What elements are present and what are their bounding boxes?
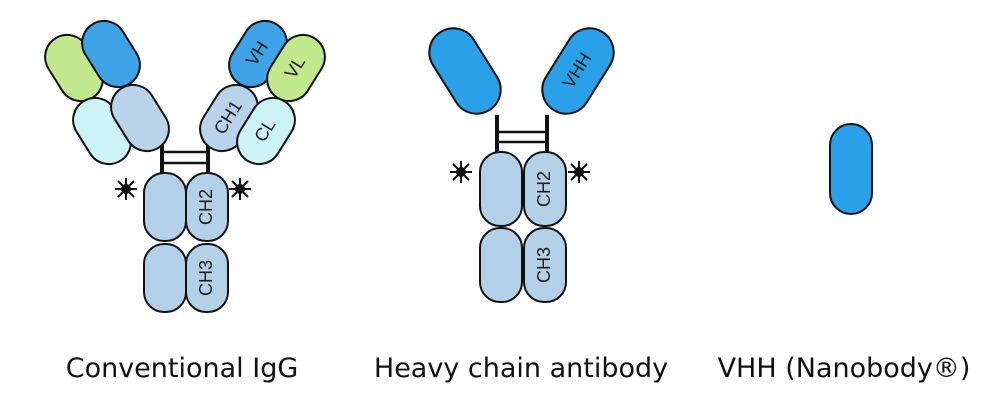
hcab-ch2-domain-left	[479, 151, 523, 227]
hcab-vhh-domain-right	[541, 27, 615, 115]
igg-ch3-label: CH3	[196, 260, 216, 296]
caption-conventional-igg: Conventional IgG	[66, 353, 299, 384]
hcab-glycosylation-right-icon	[567, 160, 591, 184]
igg-ch1-domain-left	[110, 83, 170, 153]
hcab-vhh-domain-left	[428, 27, 502, 115]
caption-vhh-nanobody: VHH (Nanobody®)	[718, 353, 971, 384]
hcab-ch3-domain-right	[523, 227, 567, 303]
conventional-igg: VH VL CH1 CL CH2 CH3	[44, 19, 326, 313]
hcab-glycosylation-left-icon	[449, 160, 473, 184]
igg-ch3-domain-left	[143, 243, 187, 313]
hcab-ch3-domain-left	[479, 227, 523, 303]
igg-vh-domain-left	[81, 19, 141, 89]
igg-ch2-domain-right	[185, 172, 229, 242]
caption-heavy-chain-antibody: Heavy chain antibody	[374, 353, 668, 384]
igg-ch2-label: CH2	[196, 189, 216, 225]
igg-glycosylation-right-icon	[228, 177, 252, 201]
hcab-ch3-label: CH3	[534, 247, 554, 283]
vhh-nanobody-domain	[829, 123, 873, 215]
igg-ch2-domain-left	[143, 172, 187, 242]
igg-hinge	[160, 132, 210, 178]
igg-ch3-domain-right	[185, 243, 229, 313]
igg-cl-domain-right	[236, 96, 296, 166]
hcab-ch2-domain-right	[523, 151, 567, 227]
heavy-chain-antibody: VHH CH2 CH3	[428, 27, 615, 303]
igg-glycosylation-left-icon	[114, 177, 138, 201]
hcab-ch2-label: CH2	[534, 171, 554, 207]
